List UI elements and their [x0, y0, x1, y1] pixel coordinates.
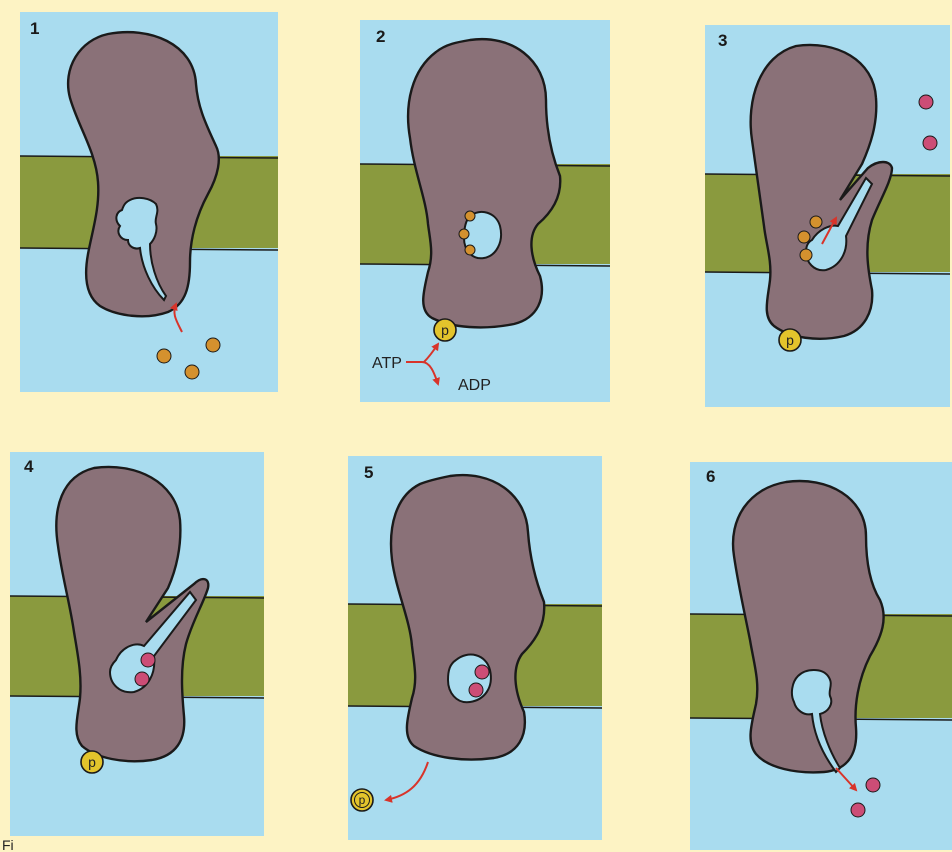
sodium-ion	[810, 216, 822, 228]
potassium-ion	[851, 803, 865, 817]
potassium-ion	[469, 683, 483, 697]
sodium-ion	[157, 349, 171, 363]
phosphate-label: p	[359, 793, 366, 807]
panel-2-pump-protein	[408, 39, 560, 327]
panel-1: 1	[20, 12, 278, 392]
potassium-ion	[135, 672, 149, 686]
phosphate-label: p	[786, 332, 794, 348]
potassium-ion	[475, 665, 489, 679]
potassium-ion	[866, 778, 880, 792]
panel-2-number: 2	[376, 27, 385, 46]
sodium-ion	[798, 231, 810, 243]
panel-3-number: 3	[718, 31, 727, 50]
potassium-ion	[923, 136, 937, 150]
panel-3: p 3	[705, 25, 950, 407]
atp-label: ATP	[372, 355, 402, 372]
sodium-ion	[459, 229, 469, 239]
potassium-ion	[141, 653, 155, 667]
figure-caption-fragment: Fi	[2, 837, 14, 852]
panel-5-pump-protein	[391, 475, 544, 759]
panel-6: 6	[690, 462, 952, 850]
sodium-ion	[185, 365, 199, 379]
panel-6-number: 6	[706, 467, 715, 486]
phosphate-label: p	[88, 754, 96, 770]
sodium-ion	[206, 338, 220, 352]
sodium-ion	[465, 245, 475, 255]
panel-5-number: 5	[364, 463, 373, 482]
potassium-ion	[919, 95, 933, 109]
panel-1-number: 1	[30, 19, 39, 38]
panel-4: p 4	[10, 452, 264, 836]
phosphate-label: p	[441, 322, 449, 338]
panel-4-number: 4	[24, 457, 34, 476]
adp-label: ADP	[458, 377, 491, 394]
panel-5: p 5	[348, 456, 602, 840]
sodium-ion	[800, 249, 812, 261]
panel-3-pump-protein	[751, 45, 892, 339]
sodium-ion	[465, 211, 475, 221]
panel-2: p ATP ADP 2	[360, 20, 610, 402]
